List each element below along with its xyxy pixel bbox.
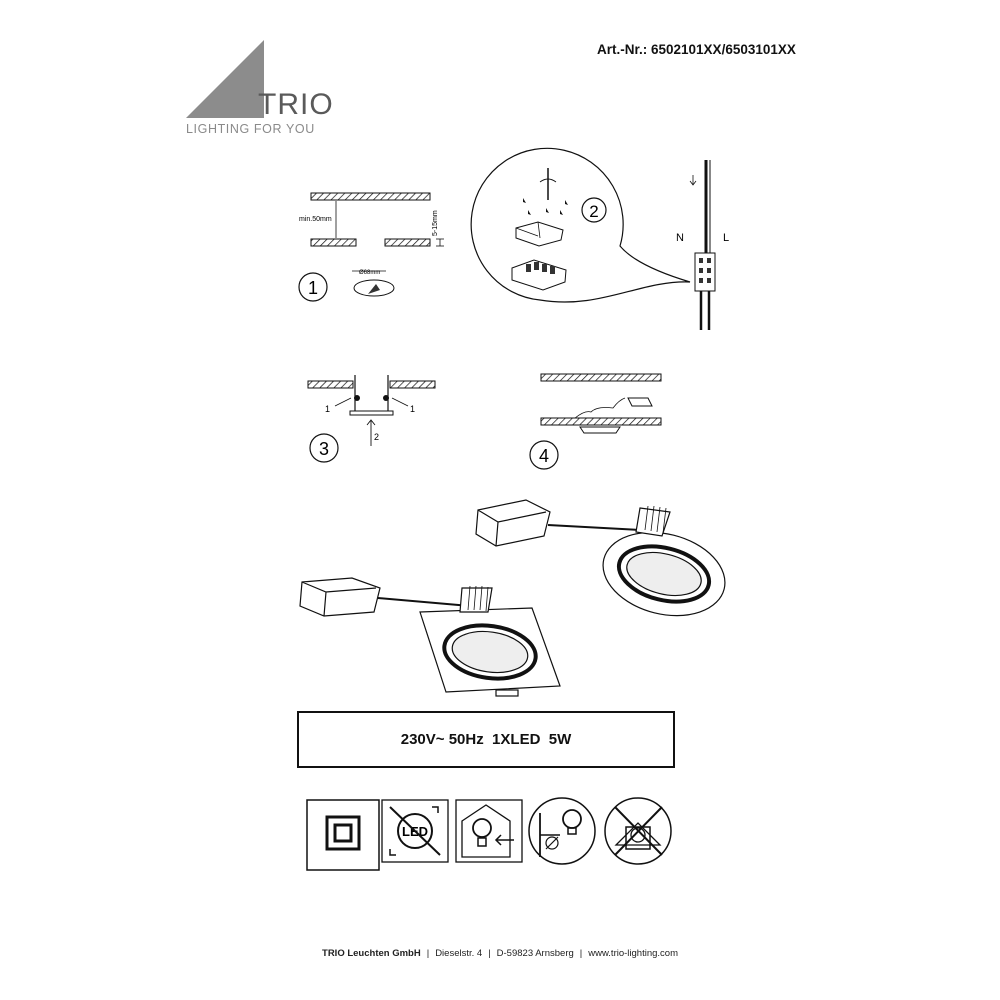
led-not-replaceable-icon: LED (381, 799, 449, 863)
step-1-number: 1 (308, 278, 318, 298)
step-4-diagram: 4 (529, 373, 662, 470)
footer-city: D-59823 Arnsberg (496, 948, 574, 959)
spec-box: 230V~ 50Hz 1XLED 5W (297, 711, 675, 768)
keep-distance-icon (528, 797, 596, 865)
min-depth-label: min.50mm (299, 216, 332, 223)
step-2-diagram: 2 N L (470, 147, 729, 330)
live-label: L (723, 232, 729, 244)
symbols-row: LED (306, 797, 672, 871)
neutral-label: N (676, 232, 684, 244)
footer-street: Dieselstr. 4 (435, 948, 483, 959)
brand-name: TRIO (258, 88, 334, 121)
step-3-number: 3 (319, 439, 329, 459)
class-ii-icon (306, 799, 380, 871)
step-3-diagram: 1 1 2 3 (307, 375, 436, 463)
spring-label-right: 1 (410, 404, 415, 414)
ceiling-thickness-label: 5-15mm (432, 210, 439, 236)
step-2-number: 2 (589, 202, 598, 221)
push-label: 2 (374, 432, 379, 442)
product-round-illustration (475, 499, 726, 617)
step-1-diagram: min.50mm 5-15mm 1 Ø68mm (298, 192, 444, 302)
spring-label-left: 1 (325, 404, 330, 414)
logo-triangle-icon (186, 40, 264, 118)
no-insulation-cover-icon (604, 797, 672, 865)
installation-diagrams: min.50mm 5-15mm 1 Ø68mm 2 (298, 147, 729, 697)
indoor-use-icon (455, 799, 523, 863)
article-number: Art.-Nr.: 6502101XX/6503101XX (597, 42, 796, 57)
step-4-number: 4 (539, 446, 549, 466)
brand-tagline: LIGHTING FOR YOU (186, 122, 315, 136)
footer: TRIO Leuchten GmbH|Dieselstr. 4|D-59823 … (322, 948, 678, 959)
product-square-illustration (299, 577, 561, 697)
footer-web[interactable]: www.trio-lighting.com (588, 948, 678, 959)
footer-company: TRIO Leuchten GmbH (322, 948, 421, 959)
spec-text: 230V~ 50Hz 1XLED 5W (400, 731, 572, 748)
cutout-label: Ø68mm (359, 270, 380, 276)
